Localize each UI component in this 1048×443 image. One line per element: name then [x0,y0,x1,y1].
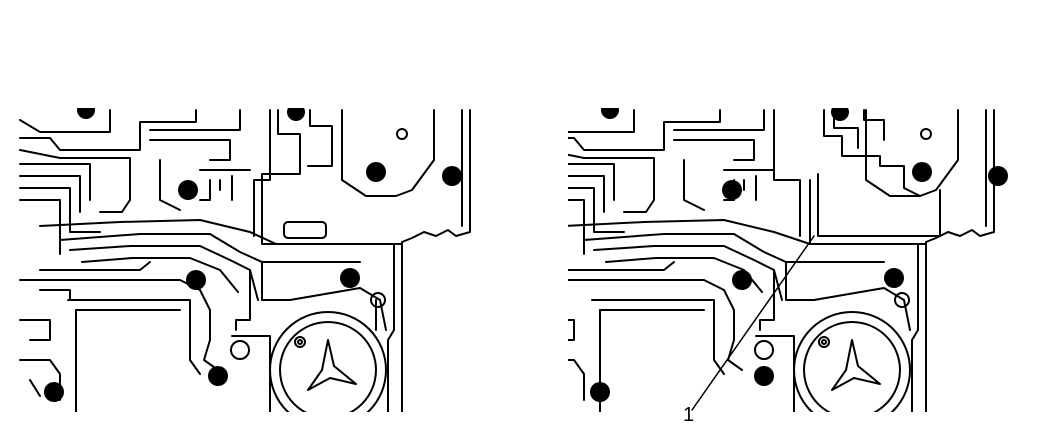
bolt-hole [186,270,206,290]
bolt-hole [590,382,610,402]
valve-body-drawing-left [19,109,471,429]
valve-body-diagram-left [19,101,471,429]
bolt-holes-left [44,101,462,402]
bolt-hole [912,162,932,182]
bolt-hole [44,382,64,402]
bolt-holes-right [524,0,1048,443]
bolt-hole [722,180,742,200]
bolt-hole [340,268,360,288]
callout-label: 1 [683,404,695,426]
valve-body-drawing-right [543,109,995,429]
callout-leader-line [691,235,815,411]
bolt-hole [366,162,386,182]
bolt-hole [208,366,228,386]
bolt-hole [884,268,904,288]
bolt-hole [732,270,752,290]
bolt-hole [988,166,1008,186]
bolt-hole [178,180,198,200]
bolt-hole [754,366,774,386]
bolt-hole [442,166,462,186]
valve-body-diagram-right [524,0,1048,443]
